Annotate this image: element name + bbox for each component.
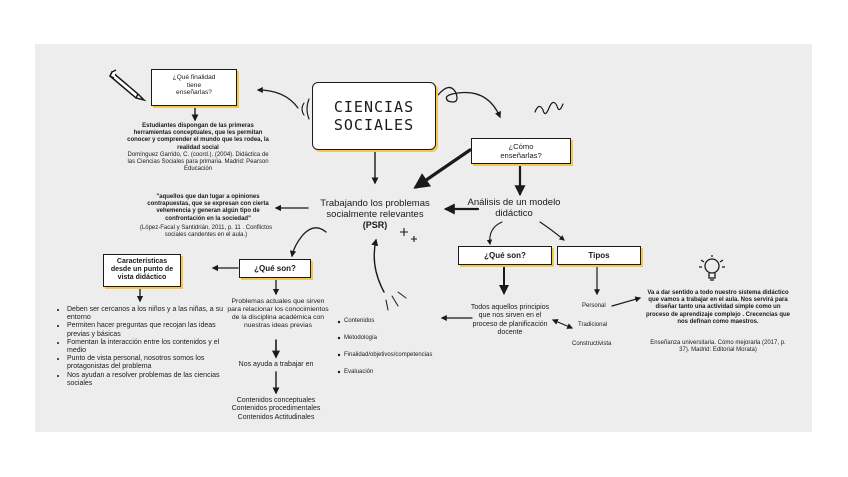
tipo-item: Constructivista	[572, 341, 612, 347]
analysis-text: Análisis de un modelo didáctico	[467, 197, 561, 219]
list-item: Contenidos procedimentales	[231, 405, 321, 413]
finalidad-answer: Estudiantes dispongan de las primeras he…	[127, 123, 269, 151]
component-item: Evaluación	[344, 369, 374, 375]
helps-text: Nos ayuda a trabajar en	[238, 361, 314, 368]
component-item: Contenidos	[344, 318, 375, 324]
list-item: Nos ayudan a resolver problemas de las c…	[67, 372, 225, 388]
tipos-box: Tipos	[557, 246, 641, 265]
list-item: Punto de vista personal, nosotros somos …	[67, 355, 225, 371]
caracteristicas-label: Características desde un punto de vista …	[110, 258, 174, 281]
lightbulb-icon	[699, 255, 725, 281]
psr-quote: "aquellos que dan lugar a opiniones cont…	[147, 194, 269, 222]
que-son-left-definition: Problemas actuales que sirven para relac…	[227, 298, 329, 329]
list-item: Fomentan la interacción entre los conten…	[67, 339, 225, 355]
finalidad-citation: Domínguez Garrido, C. (coord.). (2004). …	[127, 152, 269, 173]
component-item: Metodología	[344, 335, 378, 341]
tipo-item: Tradicional	[578, 322, 608, 328]
page-title: CIENCIAS SOCIALES	[333, 98, 415, 134]
que-son-right-box: ¿Qué son?	[458, 246, 552, 265]
como-label: ¿Cómo enseñarlas?	[500, 142, 542, 160]
list-item: Contenidos Actitudinales	[237, 413, 315, 421]
conclusion-text: Va a dar sentido a todo nuestro sistema …	[645, 290, 791, 325]
como-box: ¿Cómo enseñarlas?	[471, 138, 571, 164]
component-item: Finalidad/objetivos/competencias	[344, 352, 433, 358]
psr-text: Trabajando los problemas socialmente rel…	[320, 198, 430, 220]
list-item: Permiten hacer preguntas que recojan las…	[67, 322, 225, 338]
finalidad-label: ¿Qué finalidad tiene enseñarlas?	[172, 74, 216, 97]
caracteristicas-box: Características desde un punto de vista …	[103, 254, 181, 287]
title-box: CIENCIAS SOCIALES	[312, 82, 436, 150]
conclusion-citation: Enseñanza universitaria. Cómo mejorarla …	[650, 340, 786, 354]
tipo-item: Personal	[582, 303, 606, 309]
que-son-left-box: ¿Qué son?	[239, 259, 311, 278]
caracteristicas-list: Deben ser cercanos a los niños y a las n…	[58, 306, 225, 388]
psr-quote-citation: (López-Facal y Santidrián, 2011, p. 11 .…	[139, 225, 273, 239]
pencil-icon	[108, 69, 147, 102]
list-item: Deben ser cercanos a los niños y a las n…	[67, 306, 225, 322]
list-item: Contenidos conceptuales	[236, 397, 316, 404]
que-son-right-definition: Todos aquellos principios que nos sirven…	[470, 304, 550, 337]
finalidad-box: ¿Qué finalidad tiene enseñarlas?	[151, 69, 237, 106]
psr-abbr: (PSR)	[362, 220, 388, 230]
contents-list: Contenidos conceptuales Contenidos proce…	[218, 397, 334, 422]
